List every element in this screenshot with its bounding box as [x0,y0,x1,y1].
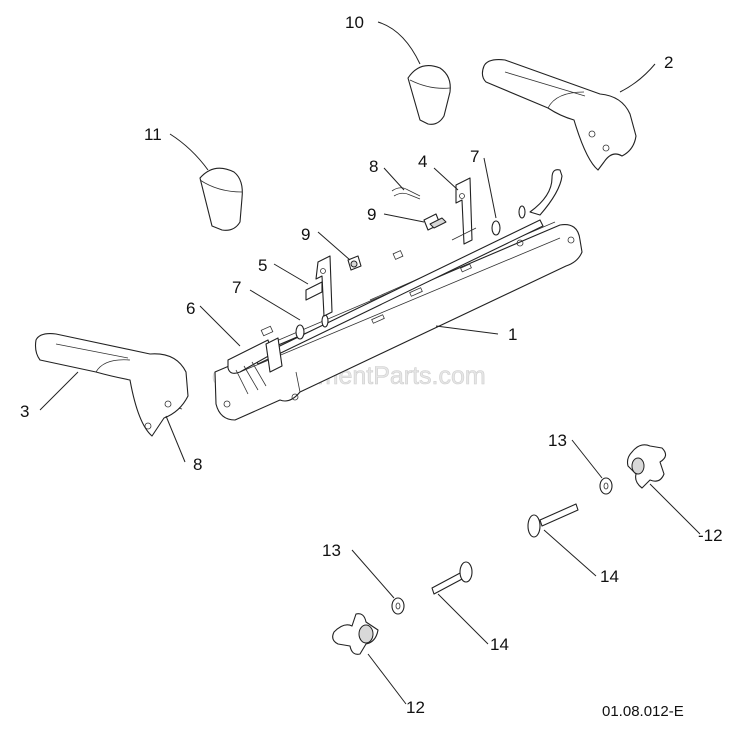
part-13-washer-right [599,477,613,495]
part-4-bracket [451,177,477,245]
callout-8-lower: 8 [193,455,202,474]
part-12-star-knob-lower [332,613,379,655]
callout-8-upper: 8 [369,157,378,176]
callout-3: 3 [20,402,29,421]
callout-9-lower: 9 [301,225,310,244]
callout-7-left: 7 [232,278,241,297]
part-9-bolt-upper [423,213,447,231]
callout-12-lower: 12 [406,698,425,717]
callout-9-upper: 9 [367,205,376,224]
callout-12-right: -12 [698,526,723,545]
part-9-bolt-lower [347,255,362,271]
callout-11: 11 [144,125,162,144]
callout-2: 2 [664,53,673,72]
callout-5: 5 [258,256,267,275]
part-2-lever-handle [481,59,637,171]
part-5-bracket [305,255,333,317]
part-10-knob [407,65,451,125]
callout-labels: 1 2 3 4 5 6 7 7 8 8 9 9 10 11 -12 12 13 … [20,13,723,717]
callout-14-lower: 14 [490,635,509,654]
part-12-star-knob-right [626,444,667,489]
part-14-carriage-bolt-upper [527,503,579,538]
part-13-washer-lower [391,597,405,615]
callout-4: 4 [418,152,427,171]
part-1-frame-bracket [214,221,583,421]
callout-14-right: 14 [600,567,619,586]
leader-lines [39,21,701,705]
part-11-knob [199,167,243,231]
callout-7-right: 7 [470,147,479,166]
shaft-rod [254,169,563,365]
part-8-hairpin-clip-upper [391,187,421,200]
callout-13-right: 13 [548,431,567,450]
callout-1: 1 [508,325,517,344]
part-14-carriage-bolt-lower [431,561,473,595]
part-6-linkage [227,337,283,395]
part-3-lever-handle [34,333,189,437]
callout-6: 6 [186,299,195,318]
callout-10: 10 [345,13,364,32]
callout-13-lower: 13 [322,541,341,560]
drawing-id: 01.08.012-E [602,703,684,720]
